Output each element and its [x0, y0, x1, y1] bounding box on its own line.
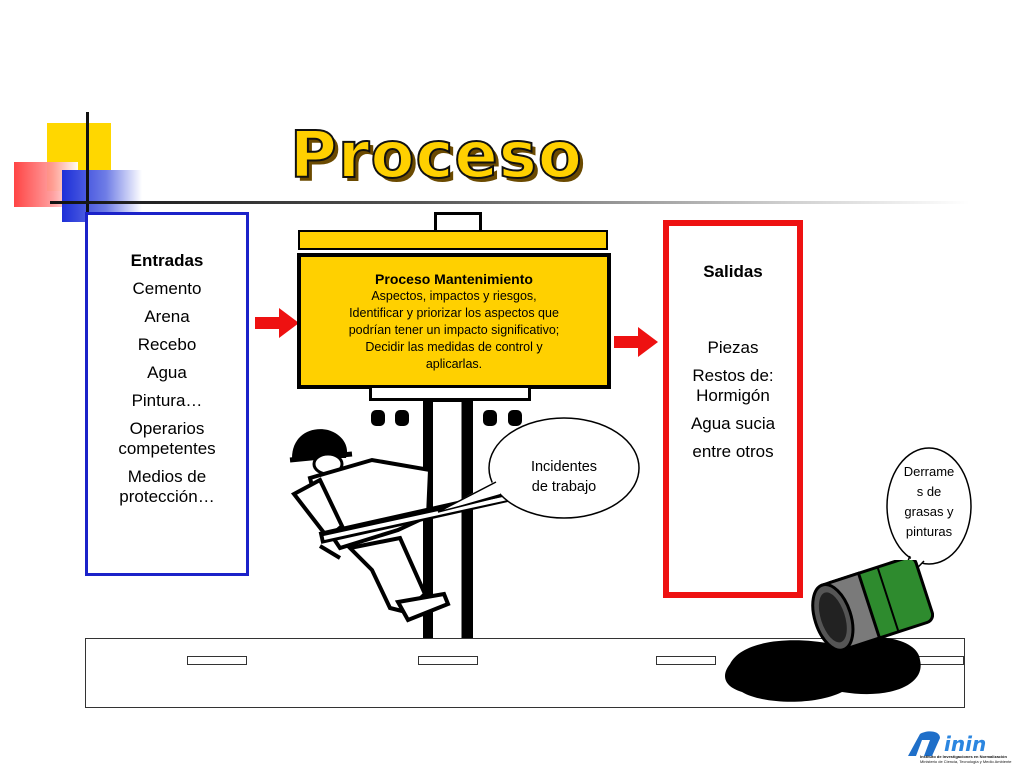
process-heading: Proceso Mantenimiento [375, 271, 533, 287]
sign-top-bar [298, 230, 608, 250]
spilled-barrel-illustration [725, 560, 934, 702]
spill-line: grasas y [904, 504, 954, 519]
spill-line: pinturas [905, 524, 953, 539]
process-line: aplicarlas. [425, 357, 483, 371]
input-item: Medios de protección… [119, 467, 215, 506]
logo-line: Ministerio de Ciencia, Tecnología y Medi… [920, 759, 1012, 764]
incidents-line: Incidentes [530, 459, 598, 475]
spill-line: s de [916, 484, 942, 499]
road-marking [656, 656, 716, 665]
inin-logo: inin [908, 731, 986, 756]
outputs-heading: Salidas [703, 262, 763, 281]
process-line: Decidir las medidas de control y [365, 340, 543, 354]
incidents-callout: Incidentes de trabajo [494, 457, 634, 497]
worker-on-pole-illustration [289, 398, 522, 640]
incidents-callout-bubble [437, 417, 640, 519]
process-line: Aspectos, impactos y riesgos, [371, 289, 537, 303]
input-item: Cemento [132, 279, 202, 298]
decor-vertical-line [86, 112, 89, 216]
arrow-right-icon [614, 327, 658, 357]
output-item: Restos de: Hormigón [692, 366, 774, 405]
output-item: Agua sucia [690, 414, 776, 433]
inputs-heading: Entradas [130, 251, 204, 270]
spill-callout: Derrame s de grasas y pinturas [902, 462, 956, 542]
input-item: Agua [147, 363, 187, 382]
road-marking [187, 656, 247, 665]
road-marking [418, 656, 478, 665]
output-item: Piezas [707, 338, 759, 357]
outputs-box: Salidas Piezas Restos de: Hormigón Agua … [663, 220, 803, 598]
input-item: Operarios competentes [118, 419, 216, 458]
arrow-right-icon [255, 308, 299, 338]
slide-title: Proceso [289, 118, 583, 194]
inputs-box: Entradas Cemento Arena Recebo Agua Pintu… [85, 212, 249, 576]
title-underline [50, 201, 970, 204]
input-item: Arena [144, 307, 190, 326]
input-item: Recebo [137, 335, 197, 354]
logo-line: Instituto de Investigaciones en Normaliz… [920, 754, 1007, 759]
spill-line: Derrame [903, 464, 955, 479]
incidents-line: de trabajo [531, 479, 597, 495]
logo-name: inin [944, 732, 986, 756]
output-item: entre otros [692, 442, 774, 461]
input-item: Pintura… [131, 391, 203, 410]
process-line: podrían tener un impacto significativo; [348, 323, 560, 337]
process-sign: Proceso Mantenimiento Aspectos, impactos… [297, 253, 611, 389]
process-line: Identificar y priorizar los aspectos que [349, 306, 559, 320]
logo-caption: Instituto de Investigaciones en Normaliz… [920, 754, 1020, 764]
